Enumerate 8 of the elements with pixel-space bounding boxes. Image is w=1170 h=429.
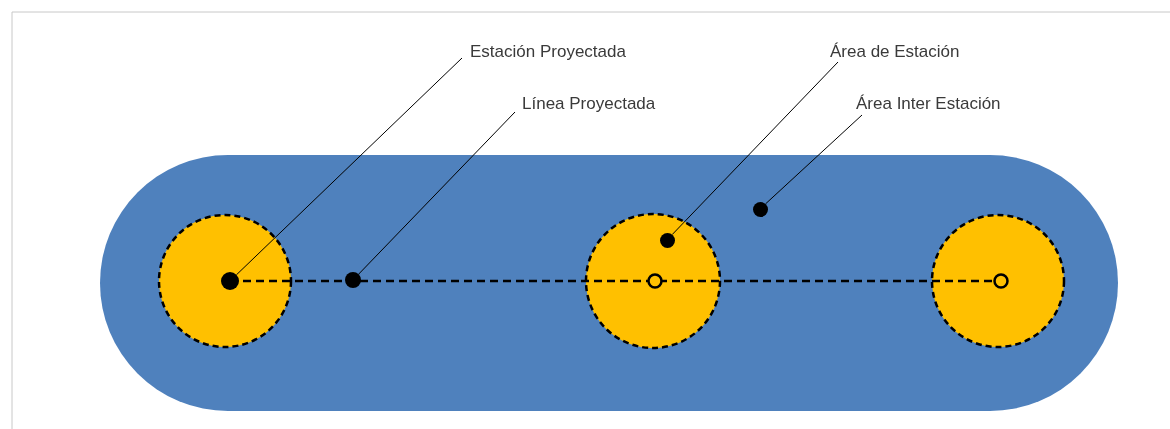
callout-label: Área Inter Estación xyxy=(856,94,1001,114)
callout-label: Área de Estación xyxy=(830,42,960,62)
leader-line xyxy=(671,61,839,236)
callout-label: Estación Proyectada xyxy=(470,42,626,62)
callout-label: Línea Proyectada xyxy=(522,94,656,114)
leader-line xyxy=(236,57,463,276)
leader-line xyxy=(358,111,516,275)
leader-line xyxy=(765,114,863,205)
